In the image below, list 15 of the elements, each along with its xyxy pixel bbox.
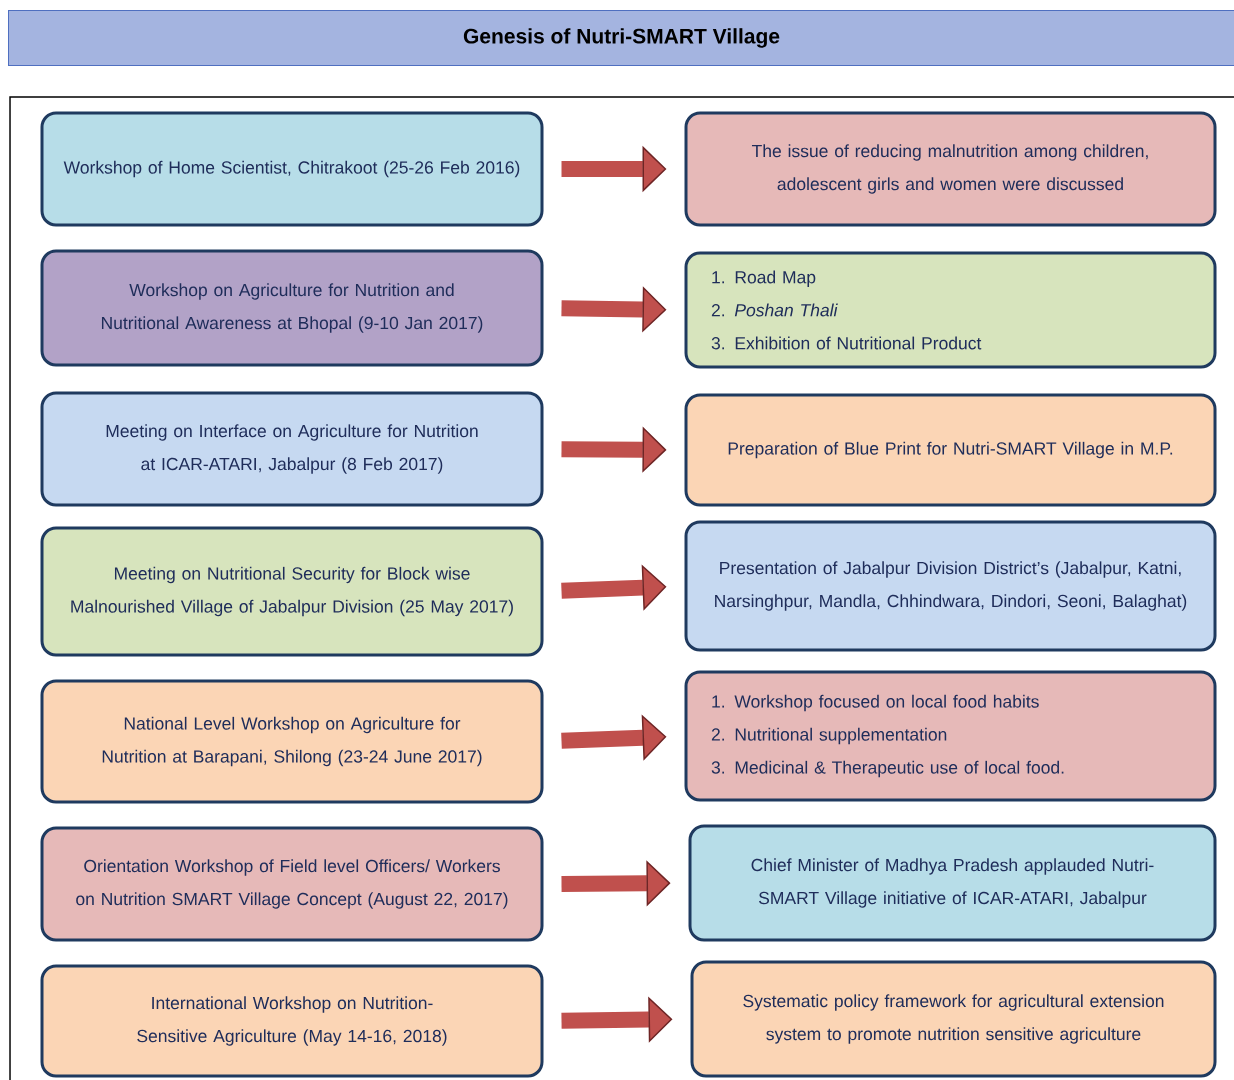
event-box: Workshop of Home Scientist, Chitrakoot (25-26 Feb 2016) [40,111,544,227]
event-box: Systematic policy framework for agricultural extension system to promote nutrition sensitive agriculture [690,960,1217,1078]
event-box: Preparation of Blue Print for Nutri-SMART Village in M.P. [684,393,1217,507]
event-box: Orientation Workshop of Field level Officers/ Workers on Nutrition SMART Village Concept (August 22, 2017) [40,826,544,942]
event-box: Meeting on Nutritional Security for Block wise Malnourished Village of Jabalpur Division (25 May 2017) [40,526,544,657]
event-box: 1. Road Map 2. Poshan Thali 3. Exhibition of Nutritional Product [684,251,1217,369]
event-box: The issue of reducing malnutrition among children, adolescent girls and women were discussed [684,111,1217,227]
event-box: Meeting on Interface on Agriculture for Nutrition at ICAR-ATARI, Jabalpur (8 Feb 2017) [40,391,544,507]
event-box: National Level Workshop on Agriculture for Nutrition at Barapani, Shilong (23-24 June 2017) [40,679,544,804]
event-box: Workshop on Agriculture for Nutrition and Nutritional Awareness at Bhopal (9-10 Jan 2017) [40,249,544,367]
event-box: 1. Workshop focused on local food habits 2. Nutritional supplementation 3. Medicinal & Therapeutic use of local food. [684,670,1217,802]
event-box: Presentation of Jabalpur Division District’s (Jabalpur, Katni, Narsinghpur, Mandla, Chhindwara, Dindori, Seoni, Balaghat) [684,520,1217,652]
event-box: Chief Minister of Madhya Pradesh applauded Nutri-SMART Village initiative of ICAR-ATARI, Jabalpur [688,824,1217,942]
title-banner: Genesis of Nutri-SMART Village [8,10,1234,66]
event-box: International Workshop on Nutrition-Sensitive Agriculture (May 14-16, 2018) [40,964,544,1078]
